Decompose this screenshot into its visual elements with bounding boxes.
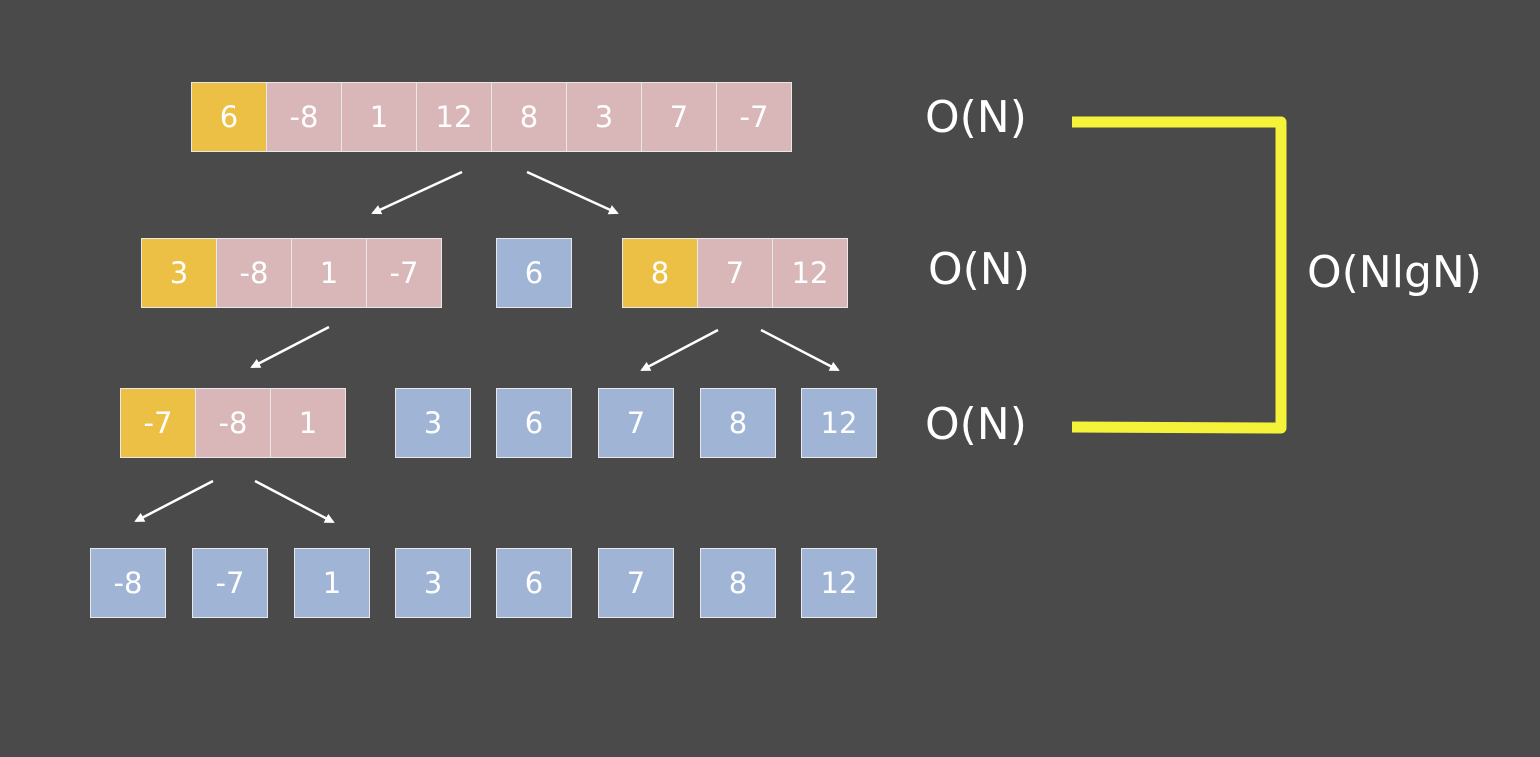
array-cell: 8	[622, 238, 698, 308]
array-cell: 1	[291, 238, 367, 308]
array-cell: 3	[395, 548, 471, 618]
array-cell: 12	[772, 238, 848, 308]
array-cell: 6	[496, 388, 572, 458]
complexity-level-3: O(N)	[925, 399, 1027, 450]
array-row2-1: 3	[395, 388, 471, 458]
array-cell: -7	[716, 82, 792, 152]
array-cell: -7	[366, 238, 442, 308]
array-row2-3: 7	[598, 388, 674, 458]
complexity-level-2: O(N)	[928, 244, 1030, 295]
array-row3-2: 1	[294, 548, 370, 618]
array-cell: -8	[195, 388, 271, 458]
array-cell: 6	[496, 238, 572, 308]
array-cell: 1	[294, 548, 370, 618]
array-row3-5: 7	[598, 548, 674, 618]
arrow-right-level2b	[760, 328, 840, 372]
arrow-left-level3	[134, 479, 214, 523]
array-cell: 6	[496, 548, 572, 618]
array-row3-3: 3	[395, 548, 471, 618]
complexity-total: O(NlgN)	[1307, 247, 1482, 298]
array-cell: -7	[120, 388, 196, 458]
array-cell: 7	[641, 82, 717, 152]
array-cell: 3	[566, 82, 642, 152]
array-row2-4: 8	[700, 388, 776, 458]
arrow-left-level2a	[250, 325, 330, 369]
array-cell: 7	[598, 388, 674, 458]
array-cell: 1	[341, 82, 417, 152]
array-row2-2: 6	[496, 388, 572, 458]
array-cell: 6	[191, 82, 267, 152]
array-cell: -8	[266, 82, 342, 152]
array-row3-7: 12	[801, 548, 877, 618]
arrow-right-level3	[254, 479, 335, 524]
complexity-bracket	[1071, 116, 1287, 434]
array-cell: 3	[395, 388, 471, 458]
arrow-left-level2b	[640, 328, 719, 372]
complexity-level-1: O(N)	[925, 92, 1027, 143]
array-cell: 8	[700, 388, 776, 458]
array-cell: -8	[90, 548, 166, 618]
array-cell: 7	[598, 548, 674, 618]
array-cell: 12	[801, 548, 877, 618]
array-row3-0: -8	[90, 548, 166, 618]
arrow-right-level1	[526, 170, 619, 215]
array-cell: 3	[141, 238, 217, 308]
array-row1-1: 6	[496, 238, 572, 308]
array-cell: 12	[801, 388, 877, 458]
array-row3-1: -7	[192, 548, 268, 618]
array-row3-4: 6	[496, 548, 572, 618]
array-cell: -7	[192, 548, 268, 618]
array-cell: -8	[216, 238, 292, 308]
arrow-left-level1	[371, 170, 463, 215]
array-cell: 8	[700, 548, 776, 618]
array-cell: 7	[697, 238, 773, 308]
array-row2-5: 12	[801, 388, 877, 458]
array-cell: 1	[270, 388, 346, 458]
array-row3-6: 8	[700, 548, 776, 618]
